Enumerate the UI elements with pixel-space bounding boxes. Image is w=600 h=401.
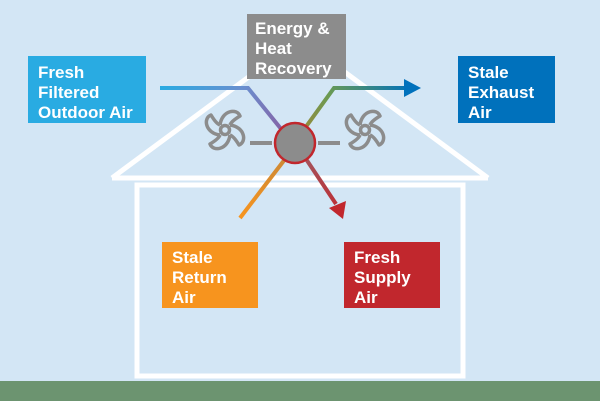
fresh-supply-label-line: Air xyxy=(354,288,378,307)
exhaust-arrow-head xyxy=(404,79,421,97)
fresh-outdoor-label-line: Fresh xyxy=(38,63,85,82)
fresh-outdoor-label-line: Filtered xyxy=(38,83,100,102)
stale-return-duct xyxy=(238,148,294,220)
energy-recovery-label-line: Recovery xyxy=(255,59,332,78)
stale-exhaust-duct xyxy=(298,86,406,137)
stale-return-label-line: Return xyxy=(172,268,227,287)
stale-exhaust-label-line: Stale xyxy=(468,63,509,82)
fan-icon xyxy=(204,109,246,151)
fresh-outdoor-duct xyxy=(160,86,292,142)
ground xyxy=(0,381,600,401)
fresh-supply-air-box: Fresh Supply Air xyxy=(344,242,440,308)
stale-return-label-line: Air xyxy=(172,288,196,307)
stale-exhaust-label-line: Exhaust xyxy=(468,83,535,102)
fresh-outdoor-label-line: Outdoor Air xyxy=(38,103,133,122)
energy-recovery-label-line: Energy & xyxy=(255,19,330,38)
heat-exchanger-core-icon xyxy=(273,121,317,165)
supply-arrow-head xyxy=(329,201,346,219)
stale-exhaust-air-box: Stale Exhaust Air xyxy=(458,56,555,123)
energy-recovery-label-line: Heat xyxy=(255,39,292,58)
airflow-ducts xyxy=(160,86,406,220)
stale-return-label-line: Stale xyxy=(172,248,213,267)
fresh-supply-label-line: Fresh xyxy=(354,248,401,267)
fresh-supply-label-line: Supply xyxy=(354,268,411,287)
fresh-outdoor-air-box: Fresh Filtered Outdoor Air xyxy=(28,56,146,123)
energy-recovery-box: Energy & Heat Recovery xyxy=(247,14,346,79)
stale-exhaust-label-line: Air xyxy=(468,103,492,122)
fan-icon xyxy=(344,109,386,151)
house-walls xyxy=(134,182,466,379)
stale-return-air-box: Stale Return Air xyxy=(162,242,258,308)
